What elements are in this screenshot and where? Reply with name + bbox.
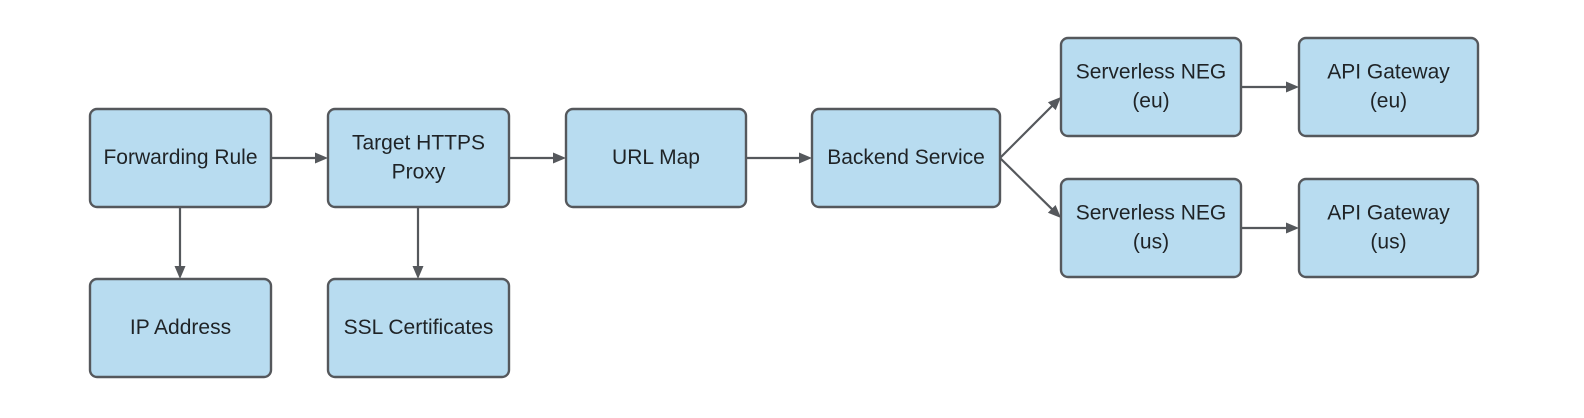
node-url-map[interactable]: URL Map (564, 107, 748, 209)
arrowhead-icon (1047, 204, 1061, 218)
node-box[interactable] (564, 107, 748, 209)
node-label: SSL Certificates (344, 316, 494, 339)
edge-forwarding-rule-to-ip-address (174, 207, 186, 279)
edge-target-https-proxy-to-ssl-certificates (412, 207, 424, 279)
arrowhead-icon (174, 266, 186, 279)
node-api-gateway-eu[interactable]: API Gateway(eu) (1297, 36, 1480, 138)
node-ip-address[interactable]: IP Address (88, 277, 273, 379)
node-box[interactable] (1059, 36, 1243, 138)
node-box[interactable] (88, 277, 273, 379)
edge-serverless-neg-eu-to-api-gateway-eu (1241, 81, 1299, 93)
node-label: URL Map (612, 146, 700, 169)
node-label: API Gateway(eu) (1327, 60, 1450, 112)
node-box[interactable] (1059, 177, 1243, 279)
node-box[interactable] (326, 107, 511, 209)
edge-serverless-neg-us-to-api-gateway-us (1241, 222, 1299, 234)
node-api-gateway-us[interactable]: API Gateway(us) (1297, 177, 1480, 279)
node-label: Forwarding Rule (103, 146, 257, 169)
arrowhead-icon (315, 152, 328, 164)
edge-forwarding-rule-to-target-https-proxy (271, 152, 328, 164)
arrowhead-icon (1286, 81, 1299, 93)
node-label: Serverless NEG(eu) (1076, 60, 1227, 112)
node-serverless-neg-eu[interactable]: Serverless NEG(eu) (1059, 36, 1243, 138)
edge-backend-service-to-serverless-neg-eu (999, 97, 1061, 159)
edges-layer (174, 81, 1299, 279)
edge-backend-service-to-serverless-neg-us (999, 157, 1061, 218)
node-backend-service[interactable]: Backend Service (810, 107, 1002, 209)
edge-url-map-to-backend-service (746, 152, 812, 164)
node-box[interactable] (326, 277, 511, 379)
node-serverless-neg-us[interactable]: Serverless NEG(us) (1059, 177, 1243, 279)
node-label: IP Address (130, 316, 231, 339)
edge-line (999, 157, 1054, 211)
arrowhead-icon (553, 152, 566, 164)
node-label: Serverless NEG(us) (1076, 201, 1227, 253)
node-box[interactable] (1297, 177, 1480, 279)
arrowhead-icon (799, 152, 812, 164)
arrowhead-icon (1286, 222, 1299, 234)
arrowhead-icon (1047, 97, 1061, 111)
edge-target-https-proxy-to-url-map (509, 152, 566, 164)
node-box[interactable] (88, 107, 273, 209)
node-label: Backend Service (827, 146, 985, 169)
arrowhead-icon (412, 266, 424, 279)
node-ssl-certificates[interactable]: SSL Certificates (326, 277, 511, 379)
node-box[interactable] (810, 107, 1002, 209)
edge-line (999, 104, 1054, 159)
node-label: API Gateway(us) (1327, 201, 1450, 253)
node-box[interactable] (1297, 36, 1480, 138)
node-forwarding-rule[interactable]: Forwarding Rule (88, 107, 273, 209)
